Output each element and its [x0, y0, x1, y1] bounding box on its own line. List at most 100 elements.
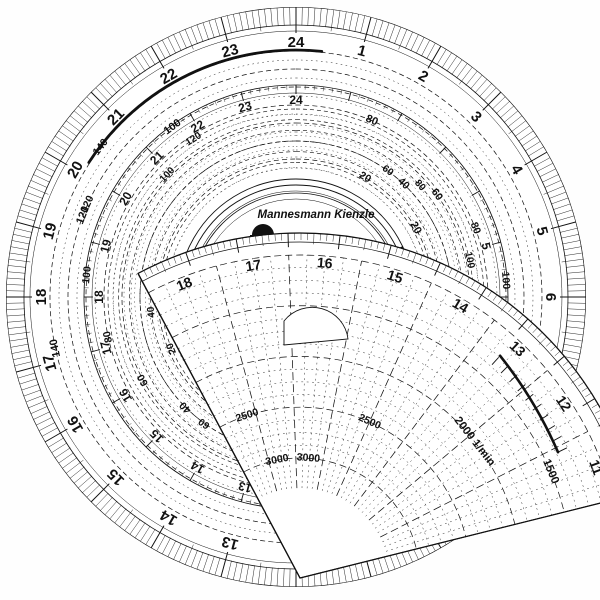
rpm-grid-ray	[268, 234, 270, 242]
time-tick	[14, 227, 33, 233]
rpm-trace-hatch	[509, 374, 518, 383]
inner-time-tick	[465, 175, 470, 179]
inner-time-tick	[93, 359, 99, 361]
outer-hour-label: 19	[40, 221, 61, 242]
rpm-grid-ray	[434, 262, 441, 276]
inner-time-tick	[206, 485, 209, 490]
time-tick	[226, 15, 232, 34]
time-tick	[109, 504, 122, 520]
rpm-grid-ray	[431, 260, 435, 267]
rpm-grid-ray	[377, 415, 580, 533]
rpm-grid-ray	[419, 255, 423, 262]
inner-time-tick	[103, 207, 108, 210]
rpm-grid-ray	[216, 265, 278, 492]
rpm-sector-hour-label: 12	[553, 392, 575, 414]
rpm-label-3000: 3000	[264, 452, 289, 468]
time-tick	[58, 130, 74, 142]
rpm-grid-ray	[198, 271, 273, 493]
speed-label: 60	[135, 372, 151, 388]
time-tick	[239, 12, 244, 31]
time-tick	[564, 338, 583, 342]
time-tick	[104, 78, 118, 94]
time-tick	[566, 314, 586, 317]
time-tick	[566, 277, 586, 280]
time-tick	[11, 349, 30, 354]
inner-time-tick	[93, 233, 99, 235]
time-tick	[226, 560, 232, 579]
time-tick	[354, 562, 360, 581]
inner-time-tick	[484, 207, 489, 210]
rpm-sector-hour-label: 16	[316, 254, 333, 271]
inner-hour-label: 14	[188, 458, 207, 477]
time-tick	[232, 562, 238, 581]
inner-time-tick	[122, 175, 127, 179]
rpm-grid-ray	[351, 237, 354, 245]
rpm-grid-ray	[380, 431, 588, 538]
rpm-grid-ray	[374, 399, 570, 529]
time-tick	[348, 12, 353, 31]
time-tick	[561, 233, 580, 239]
outer-hour-label: 6	[542, 293, 559, 301]
inner-time-tick	[470, 182, 475, 186]
time-tick	[257, 9, 262, 32]
inner-time-tick	[133, 160, 138, 164]
inner-hour-label: 17	[97, 339, 114, 356]
time-tick	[561, 331, 584, 336]
rpm-label-3000: 3000	[296, 451, 320, 465]
rpm-grid-ray	[319, 233, 321, 241]
time-tick	[134, 522, 146, 539]
time-tick	[214, 557, 221, 576]
inner-time-tick	[439, 146, 447, 154]
brand-label: Mannesmann Kienzle	[258, 209, 376, 221]
time-tick	[38, 422, 56, 432]
time-tick	[124, 62, 136, 79]
inner-speed-label: 40	[146, 306, 158, 319]
speed-label: 100	[499, 271, 512, 290]
time-tick	[542, 174, 559, 183]
time-tick	[51, 442, 68, 453]
time-tick	[69, 466, 85, 479]
inner-time-tick	[491, 241, 501, 245]
time-tick	[19, 378, 38, 385]
rpm-sector-hour-label: 14	[450, 295, 472, 317]
time-tick	[330, 9, 335, 32]
time-tick	[202, 554, 209, 572]
time-tick	[77, 475, 93, 489]
rpm-grid-arc	[243, 457, 417, 550]
sector-fold-edge-right	[299, 502, 600, 579]
scale-ring	[166, 167, 426, 427]
inner-time-tick	[100, 215, 105, 218]
outer-hour-label: 13	[220, 532, 241, 553]
inner-time-tick	[268, 86, 270, 92]
rpm-grid-arc	[148, 254, 600, 500]
inner-time-tick	[214, 488, 217, 493]
time-tick	[451, 59, 463, 75]
time-tick	[533, 157, 551, 167]
time-tick	[61, 457, 78, 469]
time-tick	[561, 258, 584, 263]
inner-time-tick	[181, 118, 185, 123]
time-tick	[563, 246, 582, 251]
rpm-grid-ray	[412, 253, 417, 264]
time-tick	[313, 7, 316, 27]
rpm-grid-ray	[448, 268, 453, 275]
inner-time-tick	[498, 250, 504, 253]
time-tick	[264, 8, 267, 28]
time-tick	[377, 20, 384, 39]
time-tick	[544, 179, 562, 188]
inner-hour-label: 23	[237, 98, 254, 115]
rpm-trace-hatch	[491, 356, 500, 366]
rpm-grid-ray	[492, 294, 498, 301]
rpm-grid-ray	[368, 370, 548, 521]
time-tick	[12, 355, 31, 361]
inner-time-tick	[85, 323, 91, 325]
time-tick	[7, 326, 27, 329]
time-tick	[319, 8, 322, 27]
inner-time-tick	[152, 140, 156, 145]
time-tick	[65, 459, 84, 474]
rpm-grid-ray	[465, 277, 470, 284]
time-tick	[508, 120, 527, 135]
time-tick	[184, 544, 194, 565]
rpm-grid-ray	[370, 240, 373, 248]
